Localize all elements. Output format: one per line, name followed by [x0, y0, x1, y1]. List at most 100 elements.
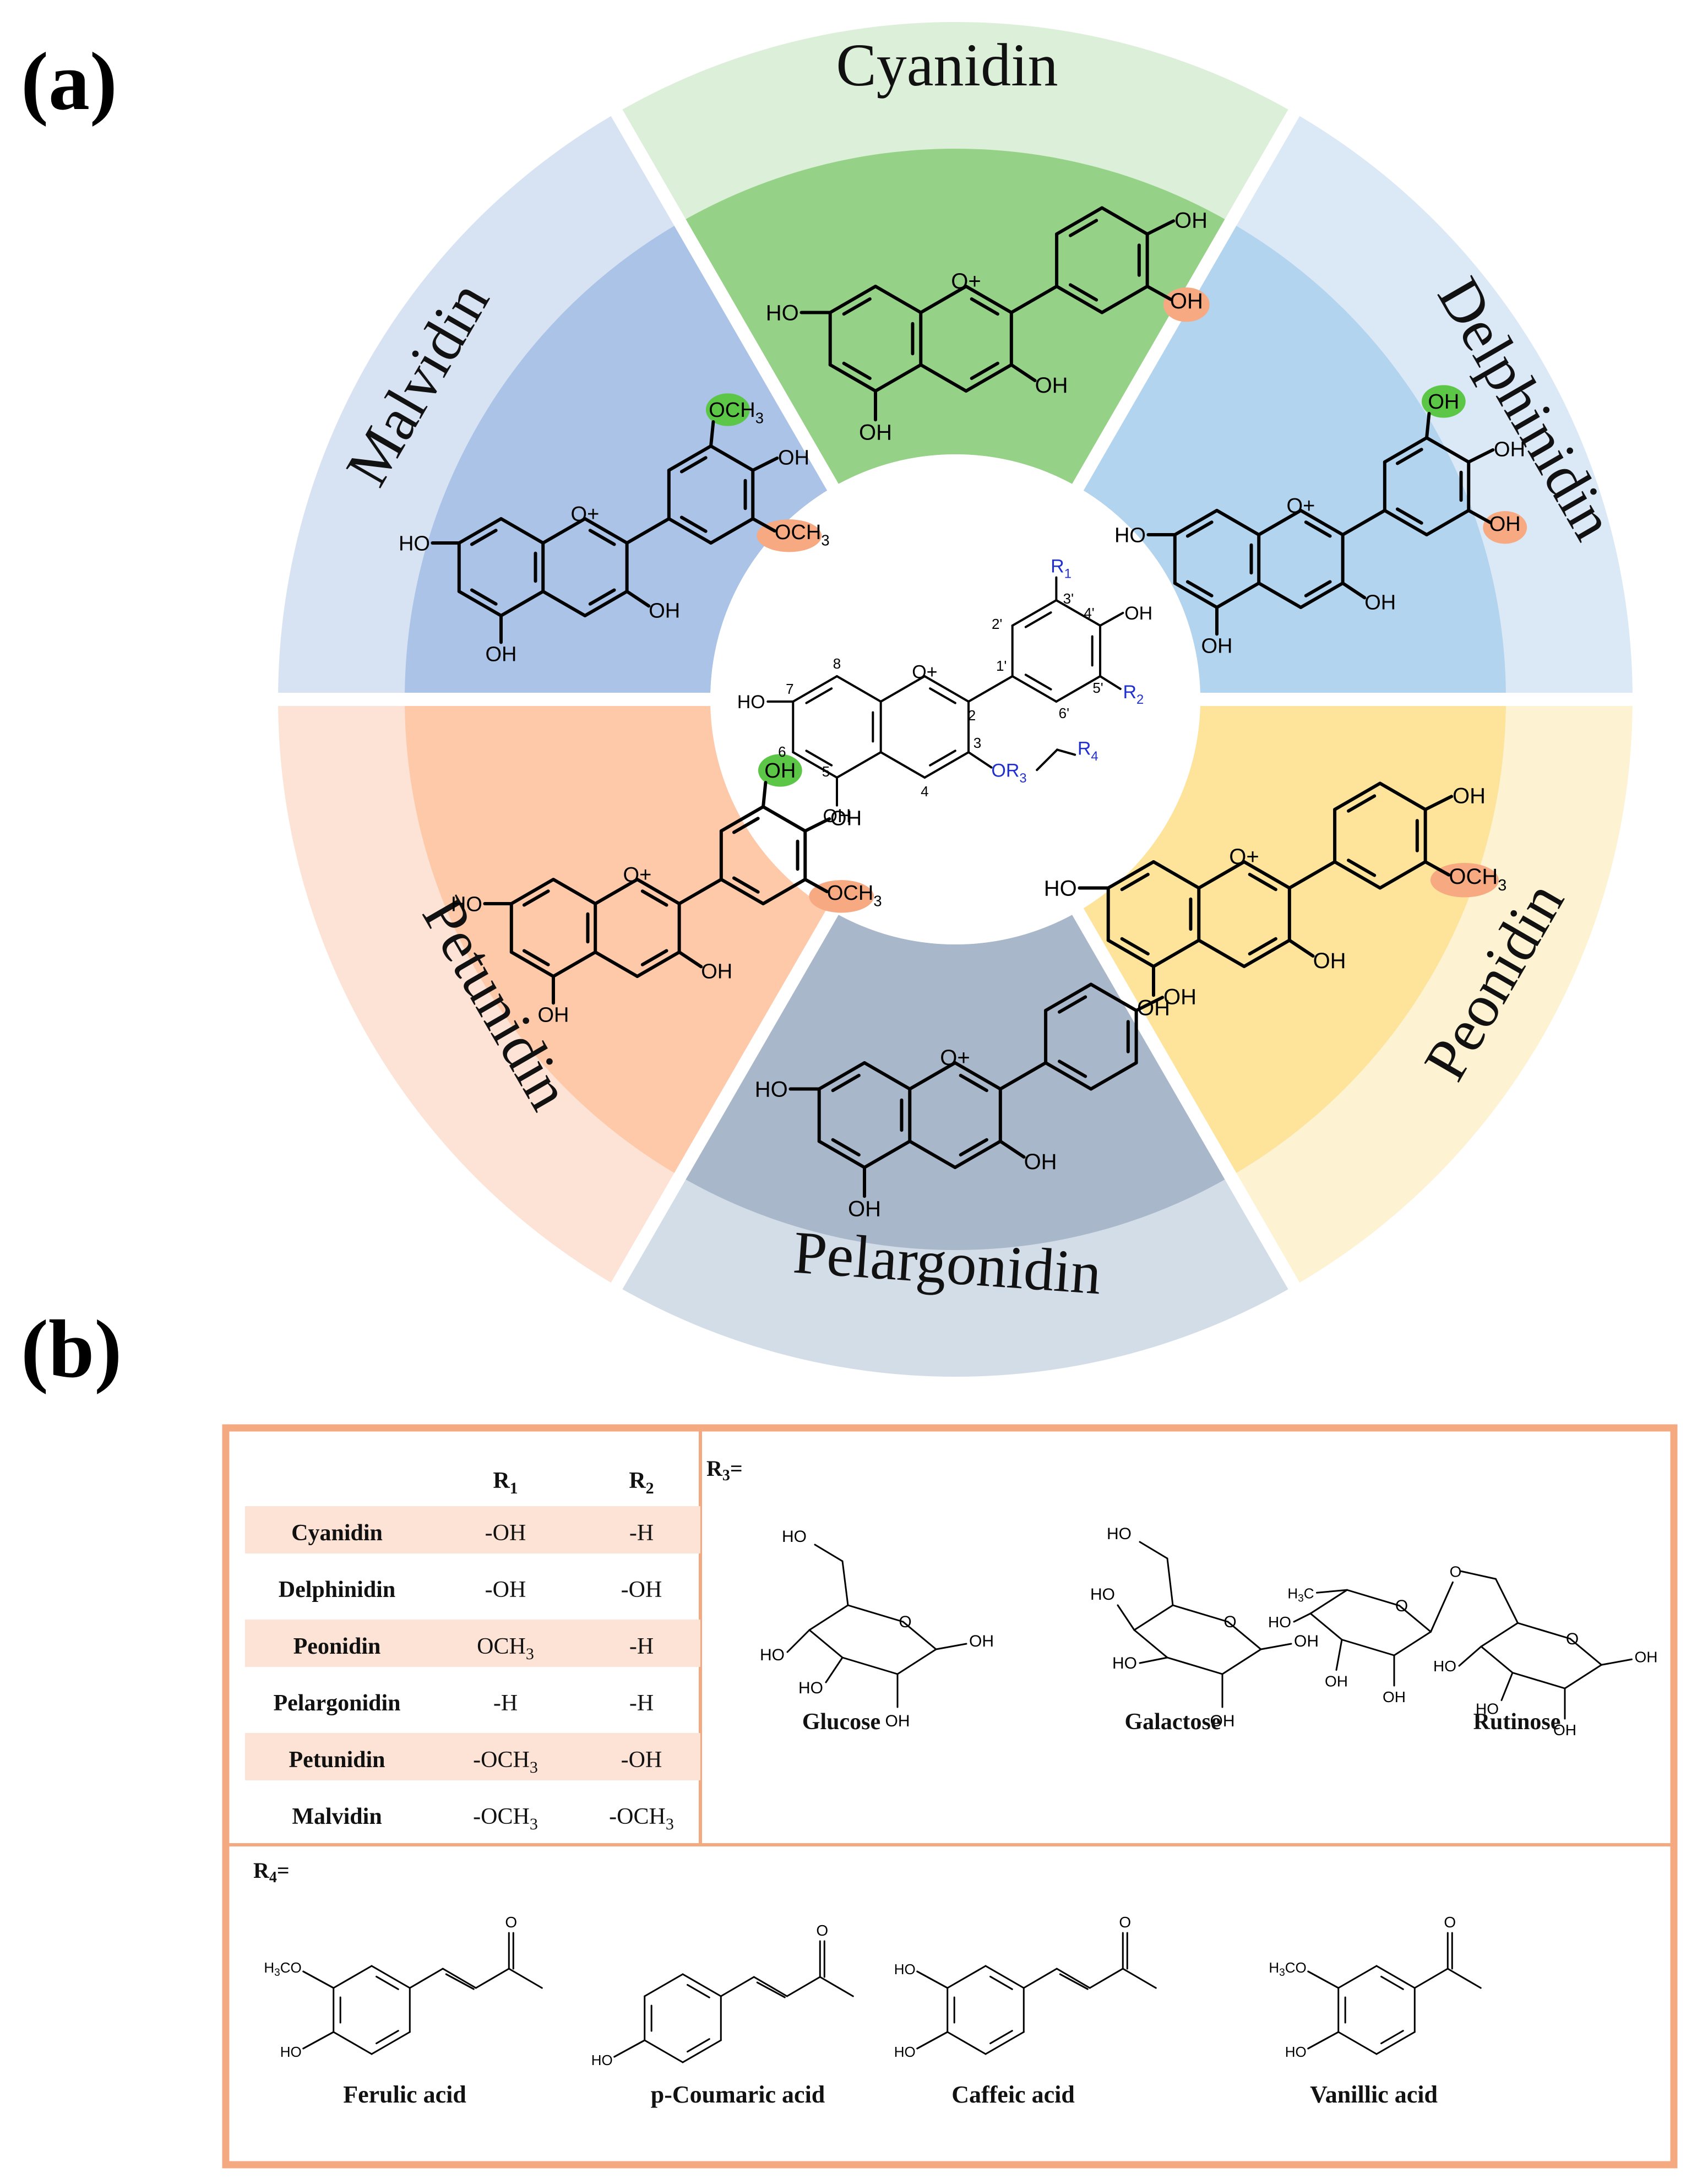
pos-6prime: 6'	[1059, 705, 1069, 721]
oh-3-label: OH	[1313, 949, 1346, 973]
row-shade	[245, 1733, 700, 1780]
oh-label: OH	[969, 1632, 994, 1650]
carbonyl-oxygen-label: O	[816, 1922, 828, 1939]
acid-name: Ferulic acid	[343, 2081, 466, 2108]
ho-7-label: HO	[1044, 877, 1077, 901]
highlight-3prime	[705, 393, 750, 426]
link-oxygen-label: O	[1450, 1563, 1462, 1580]
core-oxonium-label: O+	[912, 661, 937, 682]
header-r1: R1	[493, 1468, 518, 1497]
oh-5-label: OH	[1201, 635, 1233, 658]
table-row-r1: -OCH3	[473, 1804, 538, 1833]
h3co-label: H3CO	[264, 1959, 301, 1979]
acid-name: Caffeic acid	[951, 2081, 1075, 2108]
table-row-name: Malvidin	[292, 1804, 382, 1829]
table-row-name: Peonidin	[293, 1634, 381, 1659]
core-r4-label: R4	[1078, 738, 1098, 764]
pos-4: 4	[921, 783, 928, 800]
segment-inner-peonidin	[1078, 699, 1506, 1177]
header-r2: R2	[629, 1468, 654, 1497]
molecule-structures: HO OH OH O+ OH OH HO OH OH O+ OH OH OH HO OH OH O+ OH OCH3…	[399, 206, 1527, 1221]
pos-6: 6	[778, 743, 786, 760]
oh-5prime-label: OH	[1489, 513, 1521, 536]
ho-7-label: HO	[755, 1078, 788, 1102]
oh-3prime-label: OH	[764, 759, 796, 783]
structure-peonidin: HO OH OH O+ OH OCH3	[1044, 781, 1506, 1020]
structure-p-coumaric-acid: OHO	[591, 1922, 854, 2068]
oxonium-label: O+	[1229, 845, 1259, 869]
oh-label: OH	[1210, 1712, 1235, 1730]
och3-5prime-label: OCH3	[775, 521, 830, 548]
table-row-r2: -OCH3	[609, 1804, 674, 1833]
oh-label: OH	[1383, 1688, 1406, 1705]
och3-5prime-label: OCH3	[1449, 865, 1506, 894]
oh-4prime-label: OH	[1174, 209, 1208, 233]
table-row-r2: -OH	[621, 1747, 662, 1773]
oh-5-label: OH	[859, 420, 892, 444]
table-row-r2: -OH	[621, 1577, 662, 1602]
table-row-r1: -OCH3	[473, 1747, 538, 1776]
pos-2: 2	[968, 707, 976, 724]
table-outer-border	[222, 1424, 1678, 2169]
ring-oxygen-label: O	[1395, 1597, 1408, 1615]
ho-label: HO	[894, 2044, 916, 2060]
highlight-3prime	[758, 754, 802, 787]
table-row-r2: -H	[629, 1634, 654, 1659]
ho-7-label: HO	[1114, 524, 1146, 547]
segment-inner-pelargonidin	[680, 911, 1231, 1250]
r4-label: R4=	[253, 1858, 290, 1886]
panel-label-b: (b)	[21, 1303, 122, 1395]
table-row-r2: -H	[629, 1691, 654, 1716]
highlight-5prime	[809, 880, 874, 913]
h3co-label: H3CO	[1269, 1959, 1306, 1979]
oh-4prime-label: OH	[1453, 784, 1486, 808]
pos-3prime: 3'	[1063, 590, 1074, 607]
pos-8: 8	[833, 655, 841, 672]
oh-3-label: OH	[1024, 1150, 1057, 1174]
ho-label: HO	[1285, 2044, 1307, 2060]
table-row-r1: -H	[493, 1691, 518, 1716]
oh-label: OH	[1553, 1721, 1576, 1738]
oh-5-label: OH	[538, 1004, 569, 1027]
ho-label: HO	[1090, 1585, 1115, 1604]
ho-label: HO	[894, 1961, 916, 1977]
ho-label: HO	[798, 1679, 823, 1697]
acid-name: Vanillic acid	[1310, 2081, 1438, 2108]
ho-7-label: HO	[399, 532, 430, 555]
row-shade	[245, 1506, 700, 1553]
oh-label: OH	[885, 1712, 910, 1730]
pos-1prime: 1'	[996, 658, 1007, 674]
oh-5-label: OH	[486, 643, 517, 666]
segment-inner-malvidin	[405, 222, 833, 699]
ho-label: HO	[782, 1528, 807, 1546]
oh-4prime-label: OH	[1163, 985, 1196, 1009]
core-or3-label: OR3	[991, 760, 1026, 786]
highlight-5prime	[1163, 287, 1210, 322]
oxonium-label: O+	[571, 503, 600, 526]
pos-3: 3	[973, 735, 981, 751]
oxonium-label: O+	[940, 1046, 970, 1070]
pos-4prime: 4'	[1084, 605, 1094, 621]
och3-3prime-label: OCH3	[709, 399, 764, 426]
table-row-name: Cyanidin	[291, 1520, 383, 1546]
pos-5: 5	[822, 763, 830, 780]
h3c-label: H3C	[1287, 1585, 1314, 1604]
pos-5prime: 5'	[1092, 680, 1103, 696]
sugar-name: Rutinose	[1473, 1709, 1561, 1735]
table-row-name: Pelargonidin	[273, 1691, 400, 1716]
sugar-name: Galactose	[1125, 1709, 1221, 1735]
oh-3prime-label: OH	[1428, 390, 1459, 414]
ho-label: HO	[1112, 1654, 1137, 1672]
ho-7-label: HO	[766, 301, 799, 325]
wheel-separator	[610, 906, 840, 1292]
core-oh4-label: OH	[1124, 603, 1152, 624]
